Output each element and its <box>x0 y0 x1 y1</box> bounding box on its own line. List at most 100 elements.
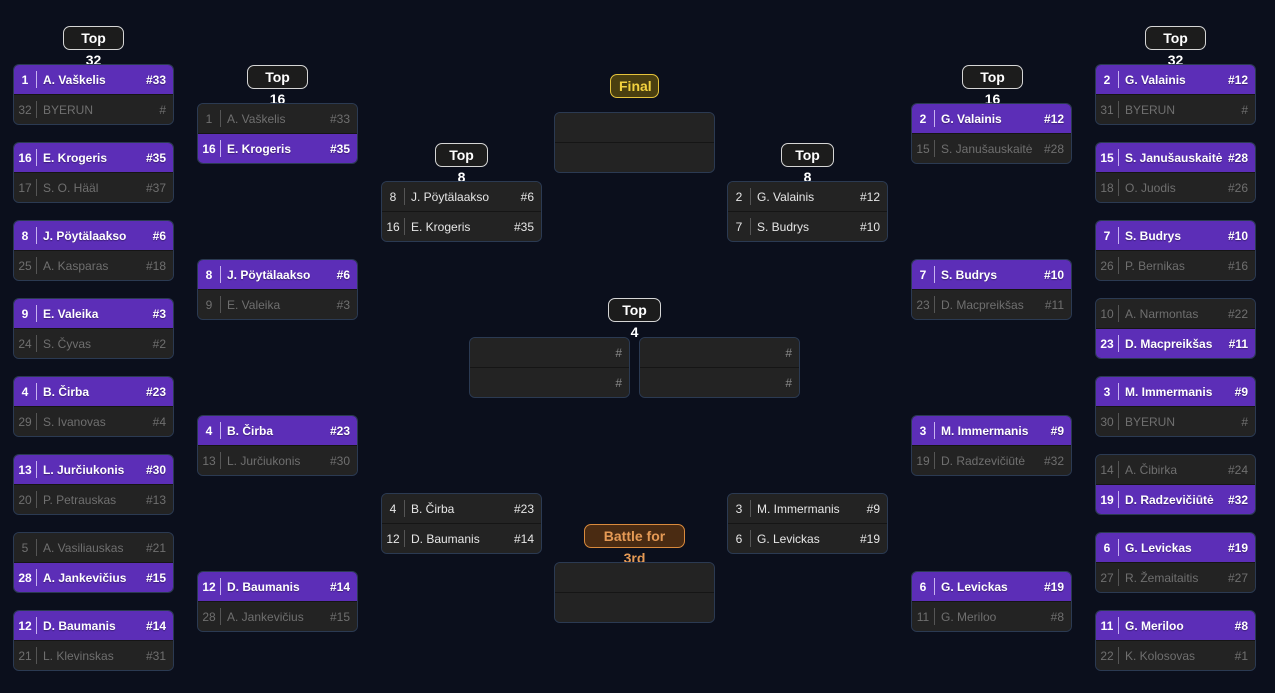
player-slot[interactable] <box>555 563 714 592</box>
player-slot[interactable]: # <box>640 367 799 397</box>
match-third[interactable] <box>554 562 715 623</box>
player-slot[interactable]: # <box>470 338 629 367</box>
match-final[interactable] <box>554 112 715 173</box>
player-slot[interactable] <box>555 142 714 172</box>
player-slot[interactable]: # <box>470 367 629 397</box>
match-top4[interactable]: ## <box>639 337 800 398</box>
player-slot[interactable] <box>555 592 714 622</box>
player-rank: #8 <box>1234 618 1248 633</box>
player-slot[interactable]: # <box>640 338 799 367</box>
player-slot[interactable] <box>555 113 714 142</box>
player-seed: 28 <box>18 570 32 585</box>
match-top4[interactable]: ## <box>469 337 630 398</box>
player-seed: 25 <box>18 258 32 273</box>
seed-divider <box>220 422 221 439</box>
